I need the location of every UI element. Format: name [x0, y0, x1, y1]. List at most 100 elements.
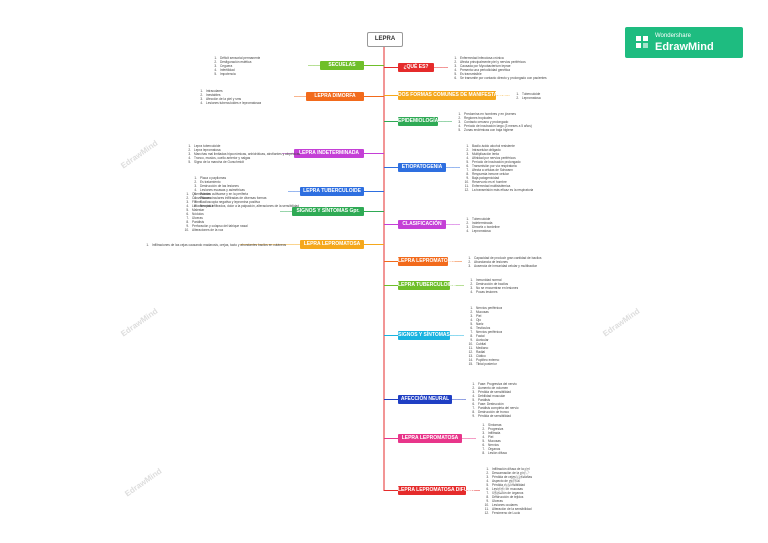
- item-text: Lesiones tuberculoides e lepromatosas: [206, 100, 262, 105]
- branch-clasificaci-n[interactable]: CLASIFICACIÓN: [398, 220, 446, 229]
- branch-secuelas[interactable]: SECUELAS: [320, 61, 364, 70]
- detail-item: 9.Úlceras: [480, 499, 532, 503]
- item-number: 4.: [200, 100, 203, 105]
- item-text: Transmisión por vía respiratoria: [472, 163, 517, 168]
- branch-afecci-n-neural[interactable]: AFECCIÓN NEURAL: [398, 395, 452, 404]
- detail-item: 4.Debilidad muscular: [466, 394, 519, 398]
- detail-item: 3.Manchas mal limitadas hipocrómicas, an…: [182, 152, 300, 156]
- branch-lepra-tuberculoide[interactable]: LEPRA TUBERCULOIDE: [398, 281, 456, 290]
- detail-item: 5.Signo de la mancha de Gurschmidt: [182, 160, 300, 164]
- detail-item: 6.Testículos: [464, 326, 502, 330]
- detail-item: 5.Es transmisible: [448, 72, 547, 76]
- branch-signos-y-s-ntomas-gpr-[interactable]: SIGNOS Y SÍNTOMAS Gpr.: [292, 207, 364, 216]
- detail-item: 7.Órganos: [476, 447, 507, 451]
- item-number: 6.: [454, 75, 457, 80]
- item-number: 4.: [482, 434, 485, 439]
- detail-item: 4.Ojo: [464, 318, 502, 322]
- item-number: 7.: [194, 199, 197, 204]
- item-text: Baja patogenicidad: [472, 175, 500, 180]
- item-number: 4.: [470, 317, 473, 322]
- detail-item: 4.Lesiones tuberculoides e lepromatosas: [194, 101, 261, 105]
- item-number: 8.: [486, 494, 489, 499]
- item-text: Pérdida de sensibilidad: [478, 389, 511, 394]
- detail-item: 2.Aumento de volumen: [466, 386, 519, 390]
- detail-item: 4.Aspecto de piel lisa: [480, 479, 532, 483]
- branch-dos-formas-comunes-de-manifestaci-n[interactable]: DOS FORMAS COMUNES DE MANIFESTACIÓN: [398, 91, 510, 100]
- item-text: Predomina en hombres y en jóvenes: [464, 111, 516, 116]
- item-number: 5.: [466, 159, 469, 164]
- branch-lepra-dimorfa[interactable]: LEPRA DIMORFA: [306, 92, 364, 101]
- item-number: 6.: [472, 401, 475, 406]
- item-number: 8.: [194, 203, 197, 208]
- item-number: 2.: [486, 470, 489, 475]
- branch--qu-es-[interactable]: ¿QUÉ ES?: [398, 63, 434, 72]
- item-number: 11.: [484, 506, 489, 511]
- detail-item: 8.Parálisis: [180, 220, 248, 224]
- detail-item: 3.Fiebre: [180, 200, 248, 204]
- item-text: Lepromatosa: [522, 95, 541, 100]
- detail-item: 3.Causada por Mycobacterium leprae: [448, 64, 547, 68]
- item-text: Parálisis: [192, 219, 205, 224]
- detail-item: 11.Enfermedad multisistémica: [460, 184, 533, 188]
- item-number: 5.: [458, 127, 461, 132]
- detail-item: 7.Parálisis completa del nervio: [466, 405, 518, 410]
- item-number: 3.: [482, 430, 485, 435]
- item-text: Ausencia de inmunidad celular y multibac…: [474, 263, 537, 268]
- item-text: Progresiva: [488, 426, 504, 431]
- item-number: 2.: [186, 195, 189, 200]
- branch-lepra-indeterminada[interactable]: LEPRA INDETERMINADA: [294, 149, 364, 158]
- branch-lepra-lepromatosa[interactable]: LEPRA LEPROMATOSA: [398, 434, 462, 443]
- item-number: 10.: [484, 502, 489, 507]
- item-number: 1.: [214, 55, 217, 60]
- detail-item: 3.No se encuentran en lesiones: [464, 286, 518, 290]
- item-text: Lepra tuberculoide: [194, 143, 221, 148]
- detail-item: 6.Fase: Destrucción: [466, 402, 519, 406]
- branch-lepra-lepromatosa[interactable]: LEPRA LEPROMATOSA: [300, 240, 364, 249]
- item-text: Nervios periféricos: [476, 329, 503, 334]
- item-number: 4.: [186, 203, 189, 208]
- branch-epidemiolog-a[interactable]: EPIDEMIOLOGÍA: [398, 117, 439, 126]
- detail-item: 12.La transmisión más eficaz es la respi…: [460, 188, 534, 192]
- item-number: 5.: [214, 71, 217, 76]
- item-text: Capacidad de producir gran cantidad de b…: [474, 255, 542, 260]
- branch-lepra-tuberculoide[interactable]: LEPRA TUBERCULOIDE: [300, 187, 364, 196]
- detail-item: 1.Nervios periféricos: [464, 306, 502, 310]
- branch-lepra-lepromatosa-difusa[interactable]: LEPRA LEPROMATOSA DIFUSA: [398, 486, 475, 495]
- item-text: Impotencia: [220, 71, 236, 76]
- item-number: 4.: [458, 123, 461, 128]
- detail-list: 1.Infiltraciones de las cejas causando m…: [140, 243, 286, 247]
- item-text: Manchas mal limitadas hipocrómicas, anhi…: [194, 151, 301, 156]
- item-text: Desfiguración estética: [220, 59, 252, 64]
- item-text: Zonas endémicas con baja higiene: [464, 127, 514, 132]
- item-number: 5.: [194, 191, 197, 196]
- root-topic[interactable]: LEPRA: [367, 32, 403, 47]
- branch-signos-y-s-ntomas[interactable]: SIGNOS Y SÍNTOMAS: [398, 331, 450, 340]
- detail-item: 5.Malestar: [180, 208, 248, 212]
- item-text: Alteración de la sensibilidad: [492, 506, 532, 511]
- item-text: Infiltraciones de las cejas causando mad…: [152, 242, 287, 247]
- item-text: Linfadenopatía: [192, 203, 214, 208]
- detail-item: 12.Fenómeno de Lucio: [480, 511, 532, 515]
- branch-etiopatogenia[interactable]: ETIOPATOGENIA: [398, 163, 446, 172]
- item-text: Déficit sensorial permanente: [220, 55, 261, 60]
- item-text: Pérdida de sensibilidad: [478, 413, 511, 418]
- item-text: Perforación y colapso del tabique nasal: [192, 223, 248, 228]
- edrawmind-brand-badge: Wondershare EdrawMind: [625, 27, 743, 58]
- detail-item: 5.Parálisis: [466, 398, 519, 402]
- item-text: Lepra lepromatosa: [194, 147, 221, 152]
- item-number: 7.: [472, 405, 475, 410]
- item-text: Parálisis: [478, 397, 491, 402]
- item-number: 4.: [466, 155, 469, 160]
- item-number: 3.: [454, 63, 457, 68]
- item-text: Presenta una periodicidad genética: [460, 67, 510, 72]
- item-number: 12.: [468, 349, 473, 354]
- detail-item: 3.Pérdida de sensibilidad: [466, 390, 519, 394]
- detail-item: 11.Alteración de la sensibilidad: [480, 507, 532, 511]
- branch-lepra-lepromatosa[interactable]: LEPRA LEPROMATOSA: [398, 257, 455, 266]
- item-text: Auricular: [476, 337, 489, 342]
- item-number: 7.: [486, 490, 489, 495]
- item-number: 9.: [472, 413, 475, 418]
- item-text: Inestables: [206, 92, 221, 97]
